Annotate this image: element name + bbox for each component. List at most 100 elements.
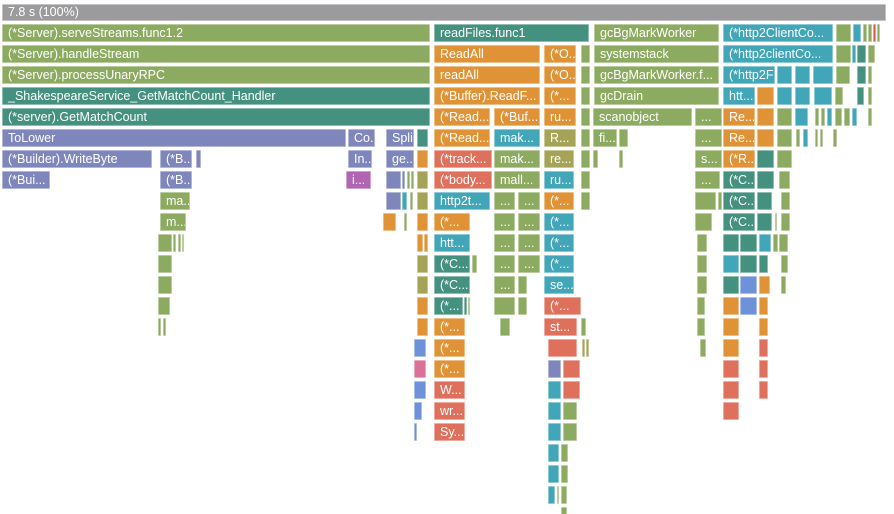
flame-frame[interactable] xyxy=(414,360,426,378)
flame-frame[interactable]: ToLower xyxy=(2,129,346,147)
flame-frame[interactable] xyxy=(757,129,774,147)
flame-frame[interactable] xyxy=(182,234,184,252)
flame-frame[interactable] xyxy=(773,234,778,252)
flame-frame[interactable] xyxy=(836,24,851,42)
flame-frame[interactable]: (*... xyxy=(544,192,574,210)
flame-frame[interactable]: (*Buffer).ReadF... xyxy=(434,87,540,105)
flame-frame[interactable] xyxy=(695,213,712,231)
flame-frame[interactable] xyxy=(178,234,181,252)
flame-frame[interactable] xyxy=(173,234,176,252)
flame-frame[interactable] xyxy=(795,66,810,84)
flame-frame[interactable]: mak... xyxy=(494,150,540,168)
flame-frame[interactable]: s... xyxy=(695,150,722,168)
flame-frame[interactable] xyxy=(857,87,864,105)
flame-frame[interactable]: scanobject xyxy=(593,108,692,126)
flame-frame[interactable] xyxy=(561,486,567,504)
flame-frame[interactable] xyxy=(868,66,872,84)
flame-frame[interactable] xyxy=(852,108,857,126)
flame-frame[interactable]: fi... xyxy=(593,129,617,147)
flame-frame[interactable]: W... xyxy=(434,381,465,399)
flame-frame[interactable] xyxy=(868,24,872,42)
flame-frame[interactable] xyxy=(777,129,792,147)
flame-frame[interactable] xyxy=(561,465,568,483)
flame-frame[interactable] xyxy=(581,192,590,210)
flame-frame[interactable] xyxy=(779,234,788,252)
flame-frame[interactable] xyxy=(757,171,774,189)
flame-frame[interactable]: Re... xyxy=(723,108,755,126)
flame-frame[interactable]: htt... xyxy=(434,234,470,252)
flame-frame[interactable] xyxy=(853,24,861,42)
flame-frame[interactable]: (*O... xyxy=(544,66,576,84)
flame-frame[interactable] xyxy=(417,255,428,273)
flame-frame[interactable]: htt... xyxy=(723,87,755,105)
flame-frame[interactable]: (*B... xyxy=(160,171,192,189)
flame-frame[interactable]: (*server).GetMatchCount xyxy=(2,108,430,126)
flame-frame[interactable]: ... xyxy=(695,171,720,189)
flame-frame[interactable]: (*B... xyxy=(160,150,192,168)
flame-frame[interactable]: (*http2Fr... xyxy=(723,66,775,84)
flame-frame[interactable] xyxy=(820,129,823,147)
flame-frame[interactable]: mak... xyxy=(494,129,540,147)
flame-frame[interactable] xyxy=(815,129,818,147)
flame-frame[interactable] xyxy=(402,192,407,210)
flame-frame[interactable] xyxy=(163,318,166,336)
flame-frame[interactable] xyxy=(563,360,580,378)
flame-frame[interactable]: ge... xyxy=(386,150,414,168)
flame-frame[interactable] xyxy=(777,66,792,84)
flame-frame[interactable]: ... xyxy=(695,129,722,147)
flame-frame[interactable]: (*... xyxy=(544,213,574,231)
flame-frame[interactable] xyxy=(548,465,559,483)
flame-frame[interactable] xyxy=(777,108,792,126)
flame-frame[interactable]: http2t... xyxy=(434,192,490,210)
flame-frame[interactable] xyxy=(402,171,405,189)
flame-frame[interactable] xyxy=(759,339,768,357)
flame-frame[interactable] xyxy=(779,171,790,189)
flame-frame[interactable]: (*C... xyxy=(434,276,470,294)
flame-frame[interactable] xyxy=(757,213,772,231)
flame-frame[interactable] xyxy=(852,45,856,63)
flame-frame[interactable]: re... xyxy=(544,150,574,168)
flame-frame[interactable] xyxy=(781,255,788,273)
flame-frame[interactable]: ... xyxy=(494,192,515,210)
flame-frame[interactable]: (*C... xyxy=(723,171,755,189)
flame-frame[interactable] xyxy=(417,276,428,294)
flame-frame[interactable]: ... xyxy=(494,276,515,294)
flame-frame[interactable]: st... xyxy=(544,318,577,336)
flame-frame[interactable] xyxy=(697,255,707,273)
flame-frame[interactable]: (*... xyxy=(544,297,581,315)
flame-frame[interactable] xyxy=(472,255,477,273)
flame-frame[interactable]: ru... xyxy=(544,171,574,189)
flame-frame[interactable]: Re... xyxy=(723,129,755,147)
flame-frame[interactable] xyxy=(417,213,428,231)
flame-frame[interactable] xyxy=(410,192,413,210)
flame-frame[interactable]: (*C... xyxy=(723,192,755,210)
flame-frame[interactable] xyxy=(795,87,810,105)
flame-frame[interactable] xyxy=(740,255,757,273)
flame-frame[interactable] xyxy=(518,276,527,294)
flame-frame[interactable] xyxy=(844,108,850,126)
flame-frame[interactable] xyxy=(723,360,739,378)
flame-frame[interactable] xyxy=(518,297,527,315)
flame-frame[interactable]: (*... xyxy=(434,360,465,378)
flame-frame[interactable] xyxy=(777,87,792,105)
flame-frame[interactable] xyxy=(795,108,808,126)
flame-frame[interactable]: (*track... xyxy=(434,150,492,168)
flame-frame[interactable] xyxy=(781,213,790,231)
flame-frame[interactable] xyxy=(835,108,842,126)
flame-frame[interactable] xyxy=(417,129,428,147)
flame-frame[interactable]: (*... xyxy=(544,234,574,252)
flame-frame[interactable]: (*Server).serveStreams.func1.2 xyxy=(2,24,430,42)
flame-frame[interactable]: ... xyxy=(518,234,540,252)
flame-frame[interactable]: (*http2ClientCo... xyxy=(723,24,833,42)
flame-frame[interactable] xyxy=(836,66,850,84)
flame-frame[interactable]: Sy... xyxy=(434,423,465,441)
flame-frame[interactable]: gcBgMarkWorker.f... xyxy=(594,66,719,84)
flame-frame[interactable] xyxy=(414,339,426,357)
flame-frame[interactable] xyxy=(759,381,768,399)
flame-frame[interactable] xyxy=(404,213,407,231)
flame-frame[interactable] xyxy=(723,255,739,273)
flame-frame[interactable] xyxy=(561,444,568,462)
flame-frame[interactable] xyxy=(581,87,590,105)
flame-frame[interactable] xyxy=(695,192,716,210)
flame-frame[interactable] xyxy=(835,87,843,105)
